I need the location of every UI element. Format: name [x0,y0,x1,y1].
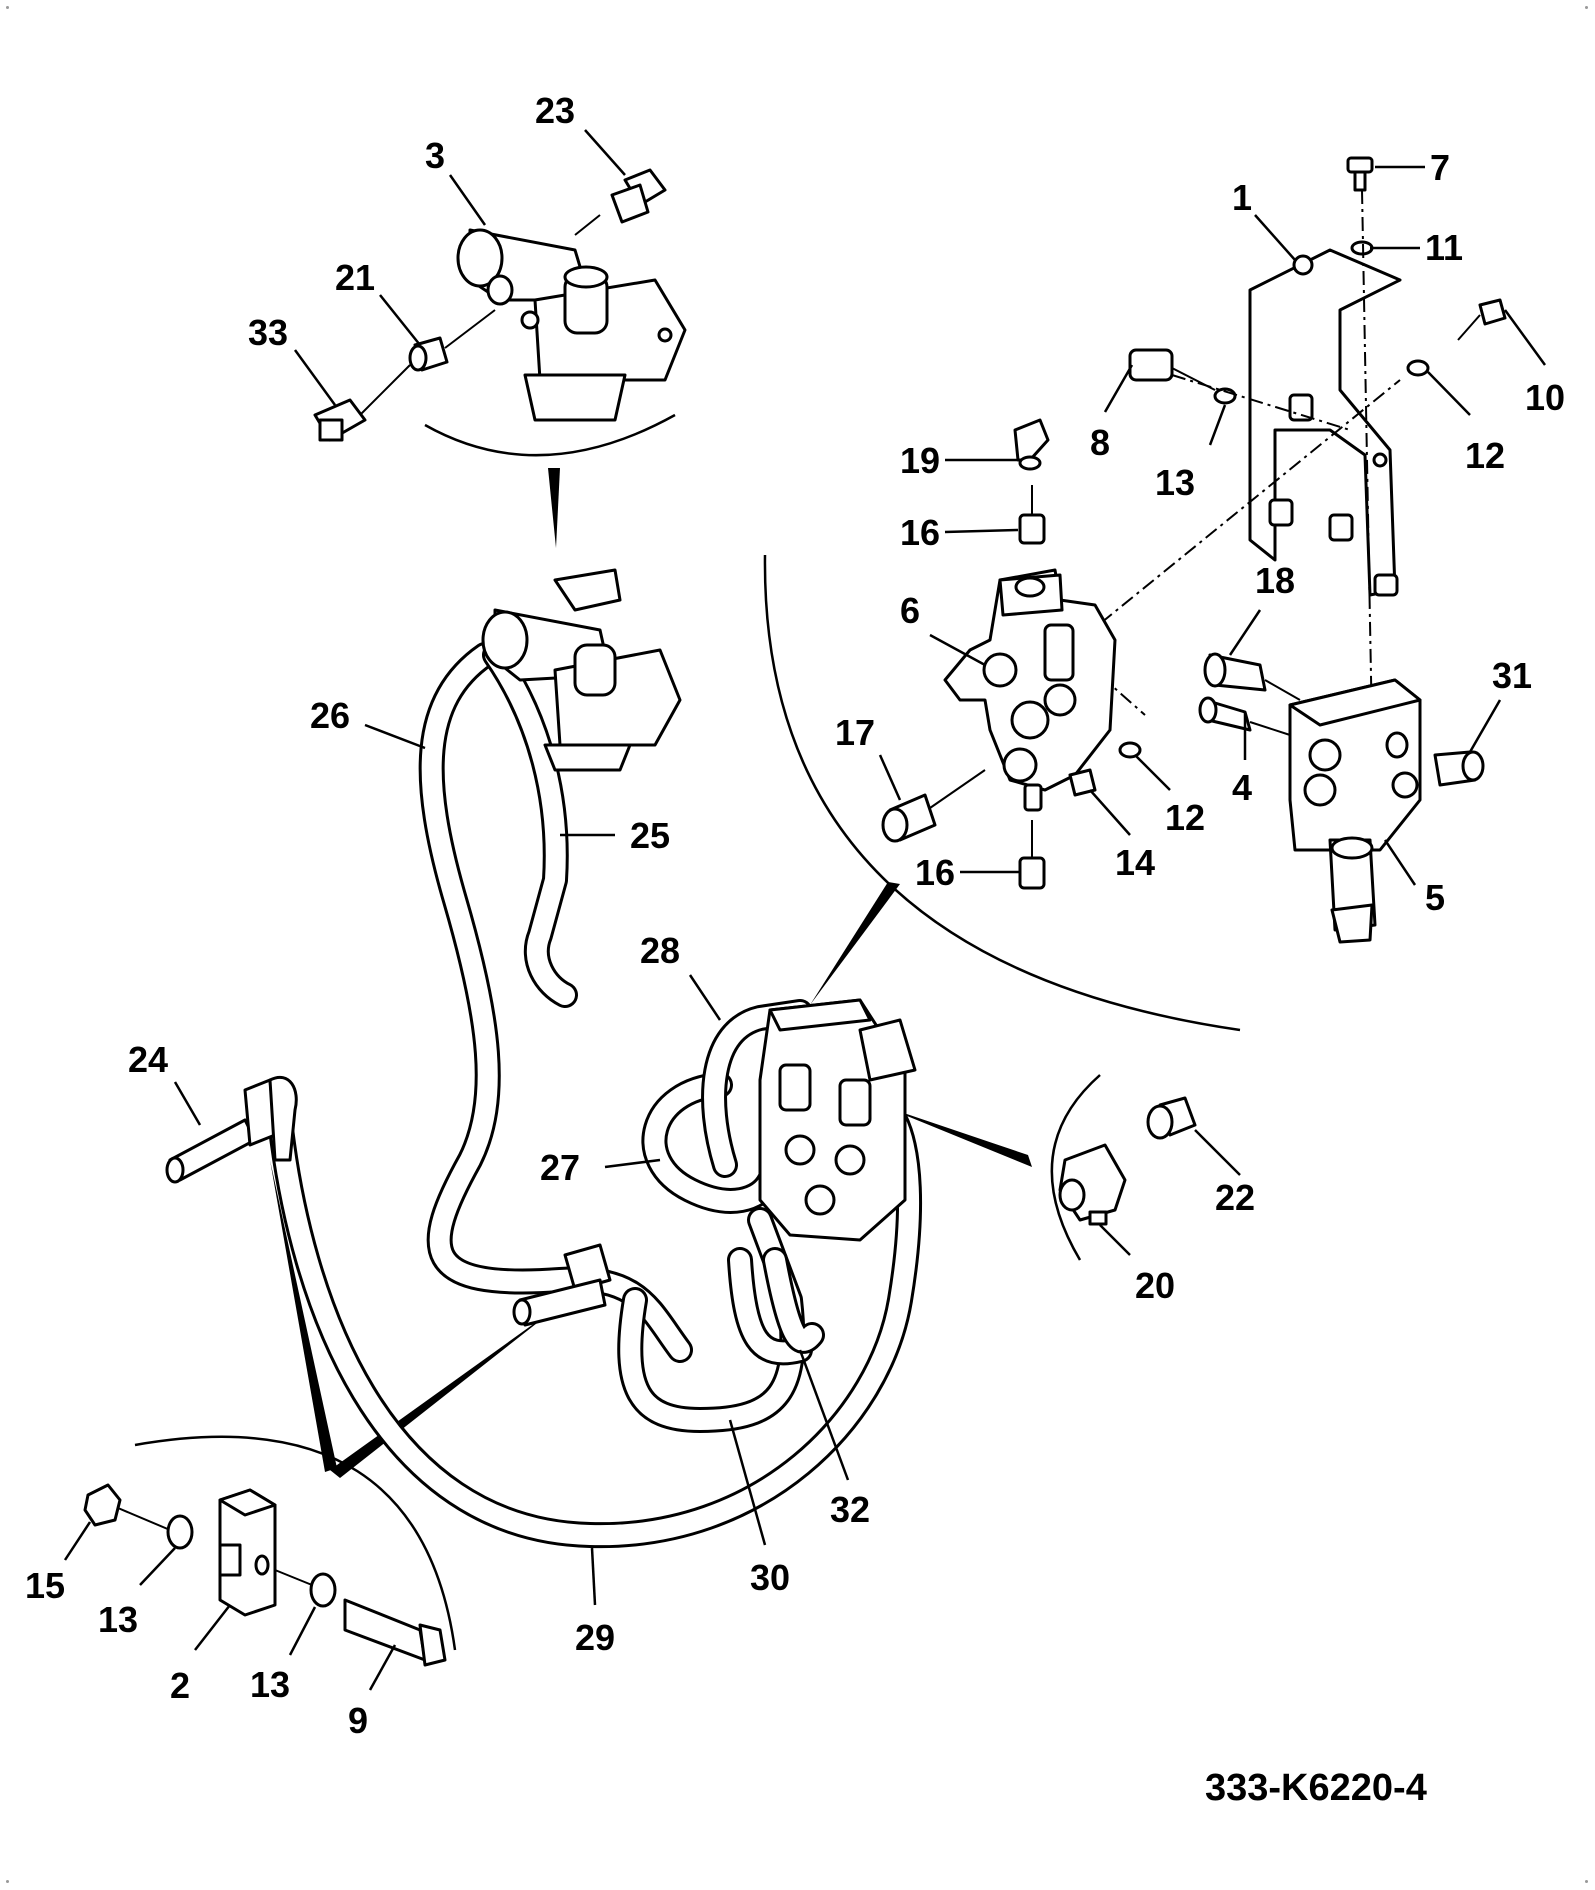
nut-14 [1068,768,1097,797]
bolt-9 [274,1569,447,1667]
hose-29 [267,1107,923,1549]
fitting-31 [1433,750,1485,787]
fitting-33 [313,364,411,442]
callout-3: 3 [425,135,445,176]
callout-13-right: 13 [250,1664,290,1705]
hose-28 [701,999,813,1178]
plug-17 [881,769,986,843]
callout-5: 5 [1425,877,1445,918]
callout-30: 30 [750,1557,790,1598]
valve-detail-pointer [810,882,900,1005]
fitting-18 [1203,652,1301,701]
callout-7: 7 [1430,147,1450,188]
corner-mark [6,1880,9,1883]
callout-16-upper: 16 [900,512,940,553]
pump-detail-arc [424,413,676,457]
spool-valve [943,568,1117,812]
callout-21: 21 [335,257,375,298]
hose-32 [727,1247,825,1366]
pump-detail-pointer [548,468,560,548]
callout-13-left: 13 [98,1599,138,1640]
callout-15: 15 [25,1565,65,1606]
elbow-19 [1013,418,1050,471]
callout-16-lower: 16 [915,852,955,893]
corner-mark [1585,1880,1588,1883]
callout-12-lower: 12 [1165,797,1205,838]
valve-block [1288,678,1422,944]
callout-labels: 23 3 21 33 7 1 11 10 8 12 13 19 16 18 6 … [25,90,1565,1741]
callout-33: 33 [248,312,288,353]
callout-20: 20 [1135,1265,1175,1306]
callout-18: 18 [1255,560,1295,601]
callout-29: 29 [575,1617,615,1658]
valve-assembly-installed [758,998,917,1242]
bolt-7 [1346,156,1374,192]
fitting-detail-arc [1050,1074,1101,1261]
callout-9: 9 [348,1700,368,1741]
hydraulic-pump [456,228,687,422]
pipe-clamp-installed-right [512,1243,612,1327]
bolt-10 [1457,298,1507,341]
drawing-number: 333-K6220-4 [1205,1767,1427,1809]
callout-25: 25 [630,815,670,856]
leader-lines [63,129,1547,1691]
washer-12-upper [1406,359,1430,377]
corner-mark [1585,6,1588,9]
adapter-16-upper [1018,485,1046,545]
pipe-24 [165,1075,298,1184]
fitting-23 [574,168,667,236]
clamp-detail-pointer-left [270,1160,337,1472]
washer-12-lower [1118,741,1142,759]
fitting-21 [408,309,496,372]
alignment-line [1079,379,1401,641]
callout-22: 22 [1215,1177,1255,1218]
corner-mark [6,6,9,9]
washer-13-left [166,1514,194,1550]
nut-15 [83,1483,171,1531]
adapter-16-lower [1018,820,1046,890]
callout-28: 28 [640,930,680,971]
pump-inset-repeat [481,568,682,772]
callout-31: 31 [1492,655,1532,696]
callout-11: 11 [1425,227,1463,268]
hose-25 [482,642,578,1008]
callout-13-upper: 13 [1155,462,1195,503]
washer-13-right [309,1572,337,1608]
washer-11 [1350,240,1374,256]
callout-12-upper: 12 [1465,435,1505,476]
valve-detail-arc [763,554,1241,1032]
clamp-block-2 [218,1488,277,1617]
callout-2: 2 [170,1665,190,1706]
alignment-line [1171,374,1351,431]
callout-23: 23 [535,90,575,131]
callout-26: 26 [310,695,350,736]
callout-32: 32 [830,1489,870,1530]
fitting-4 [1198,696,1291,736]
alignment-line [1361,189,1373,731]
callout-19: 19 [900,440,940,481]
callout-4: 4 [1232,767,1252,808]
fitting-22 [1146,1096,1197,1140]
callout-14: 14 [1115,842,1155,883]
fitting-20 [1058,1143,1127,1226]
mounting-bracket [1248,248,1402,597]
callout-27: 27 [540,1147,580,1188]
fitting-detail-pointer [880,1105,1032,1167]
callout-8: 8 [1090,422,1110,463]
callout-17: 17 [835,712,875,753]
callout-6: 6 [900,590,920,631]
clamp-detail-arc [134,1435,457,1651]
hose-27 [641,1072,783,1214]
callout-10: 10 [1525,377,1565,418]
callout-24: 24 [128,1039,168,1080]
bolt-8 [1128,348,1216,391]
callout-1: 1 [1232,177,1252,218]
